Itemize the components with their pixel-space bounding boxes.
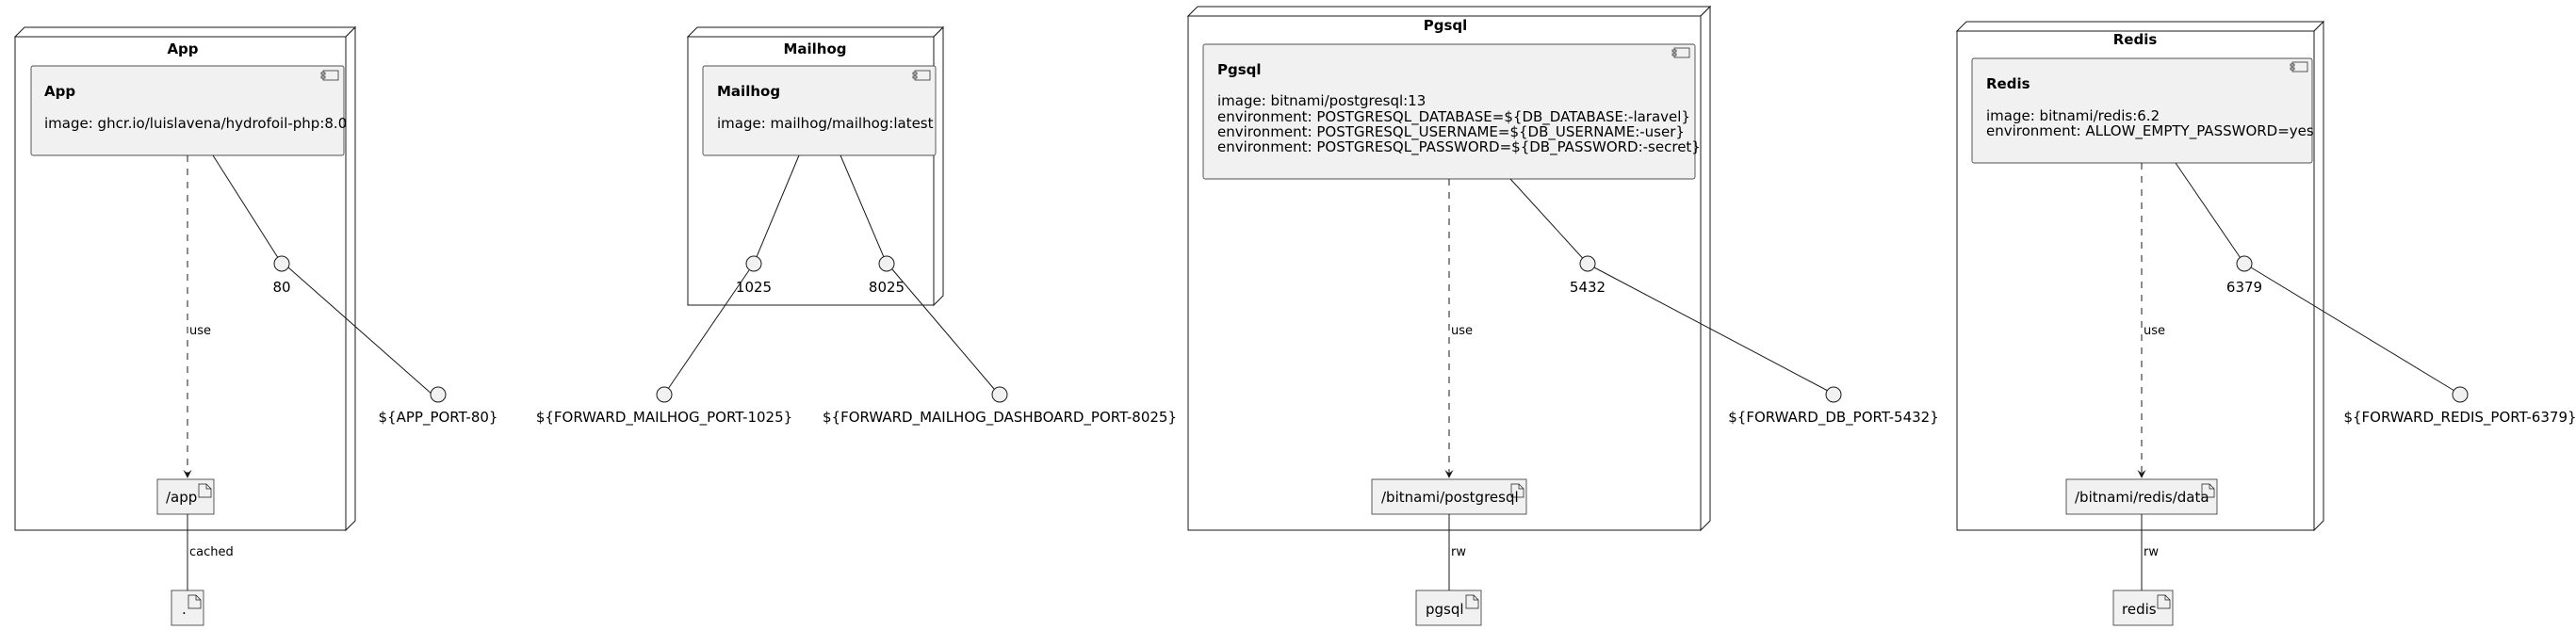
component-redis-line-1: image: bitnami/redis:6.2 (1986, 107, 2160, 124)
edge-port-80-external (287, 267, 433, 396)
node-redis-title: Redis (2113, 31, 2158, 48)
node-app: App App image: ghcr.io/luislavena/hydrof… (13, 25, 357, 532)
artifact-pgsql-host-label: pgsql (1426, 601, 1464, 618)
artifact-redis-volume: /bitnami/redis/data (2065, 478, 2218, 515)
port-80-label: 80 (272, 279, 290, 296)
component-pgsql-name: Pgsql (1217, 61, 1262, 78)
artifact-app-host: . (171, 590, 204, 626)
component-pgsql-line-3: environment: POSTGRESQL_USERNAME=${DB_US… (1217, 123, 1685, 141)
external-port-pgsql-label: ${FORWARD_DB_PORT-5432} (1728, 409, 1939, 427)
edge-pgsql-port-5432 (1509, 178, 1589, 265)
port-1025-label: 1025 (736, 279, 772, 296)
node-pgsql: Pgsql Pgsql image: bitnami/postgresql:13… (1186, 5, 1712, 532)
node-pgsql-3d-side (1700, 5, 1711, 532)
port-80-circle (273, 255, 290, 272)
external-port-app-circle (430, 386, 447, 403)
external-port-mailhog-circle (656, 386, 673, 403)
external-port-redis-circle (2452, 386, 2469, 403)
component-pgsql-line-1: image: bitnami/postgresql:13 (1217, 92, 1426, 109)
external-port-app-label: ${APP_PORT-80} (379, 409, 498, 427)
port-1025-circle (745, 255, 762, 272)
component-pgsql: Pgsql image: bitnami/postgresql:13 envir… (1202, 43, 1701, 180)
external-port-mailhog-dashboard-circle (991, 386, 1008, 403)
component-mailhog: Mailhog image: mailhog/mailhog:latest (702, 65, 937, 156)
edge-app-port-80 (212, 154, 283, 265)
external-port-pgsql-circle (1825, 386, 1842, 403)
port-8025-circle (878, 255, 895, 272)
port-6379-circle (2236, 255, 2253, 272)
port-5432-circle (1579, 255, 1596, 272)
node-app-3d-top (13, 26, 357, 38)
component-app-name: App (44, 83, 75, 100)
artifact-redis-volume-label: /bitnami/redis/data (2075, 489, 2209, 506)
component-icon (320, 70, 339, 81)
port-6379-label: 6379 (2226, 279, 2262, 296)
edge-redis-rw-label: rw (2144, 545, 2159, 559)
port-5432-label: 5432 (1570, 279, 1606, 296)
artifact-redis-host: redis (2112, 590, 2174, 626)
edge-port-1025-external (667, 269, 750, 390)
component-redis-line-2: environment: ALLOW_EMPTY_PASSWORD=yes (1986, 122, 2314, 140)
component-app: App image: ghcr.io/luislavena/hydrofoil-… (30, 65, 347, 156)
artifact-pgsql-host: pgsql (1415, 590, 1482, 626)
node-pgsql-3d-top (1186, 6, 1712, 17)
external-port-mailhog-dashboard-label: ${FORWARD_MAILHOG_DASHBOARD_PORT-8025} (823, 409, 1177, 427)
node-mailhog: Mailhog Mailhog image: mailhog/mailhog:l… (686, 25, 945, 307)
node-pgsql-title: Pgsql (1424, 17, 1468, 34)
external-port-mailhog-label: ${FORWARD_MAILHOG_PORT-1025} (536, 409, 792, 427)
artifact-redis-host-label: redis (2122, 601, 2157, 618)
edge-pgsql-rw-label: rw (1451, 545, 1466, 559)
component-pgsql-line-4: environment: POSTGRESQL_PASSWORD=${DB_PA… (1217, 138, 1701, 156)
component-mailhog-line: image: mailhog/mailhog:latest (717, 115, 934, 132)
edge-redis-port-6379 (2175, 162, 2245, 265)
component-mailhog-name: Mailhog (717, 83, 780, 100)
node-redis-3d-side (2313, 20, 2324, 532)
node-app-3d-side (345, 25, 356, 532)
edge-app-use-label: use (189, 324, 211, 338)
component-icon (912, 70, 931, 81)
artifact-pgsql-volume-label: /bitnami/postgresql (1381, 489, 1519, 506)
component-pgsql-line-2: environment: POSTGRESQL_DATABASE=${DB_DA… (1217, 108, 1690, 126)
edge-port-5432-external (1593, 267, 1829, 392)
component-redis: Redis image: bitnami/redis:6.2 environme… (1971, 57, 2314, 164)
node-mailhog-title: Mailhog (783, 40, 846, 57)
artifact-app-host-label: . (182, 601, 187, 618)
edge-port-8025-external (891, 268, 995, 390)
edge-mailhog-port-8025 (840, 154, 888, 265)
node-mailhog-3d-top (686, 26, 945, 38)
edge-app-cached-label: cached (189, 545, 234, 559)
artifact-app-volume-label: /app (166, 489, 197, 506)
edge-mailhog-port-1025 (753, 154, 800, 265)
node-redis: Redis Redis image: bitnami/redis:6.2 env… (1955, 20, 2325, 532)
artifact-pgsql-volume: /bitnami/postgresql (1371, 478, 1527, 515)
artifact-app-volume: /app (156, 478, 215, 515)
component-icon (1671, 47, 1690, 58)
edge-pgsql-use-label: use (1451, 324, 1473, 338)
edge-port-6379-external (2250, 267, 2455, 392)
node-redis-3d-top (1955, 21, 2325, 32)
component-icon (2290, 61, 2308, 73)
port-8025-label: 8025 (869, 279, 905, 296)
component-app-line: image: ghcr.io/luislavena/hydrofoil-php:… (44, 115, 347, 132)
node-app-title: App (167, 40, 198, 57)
external-port-redis-label: ${FORWARD_REDIS_PORT-6379} (2343, 409, 2576, 427)
component-redis-name: Redis (1986, 75, 2030, 92)
edge-redis-use-label: use (2144, 324, 2165, 338)
